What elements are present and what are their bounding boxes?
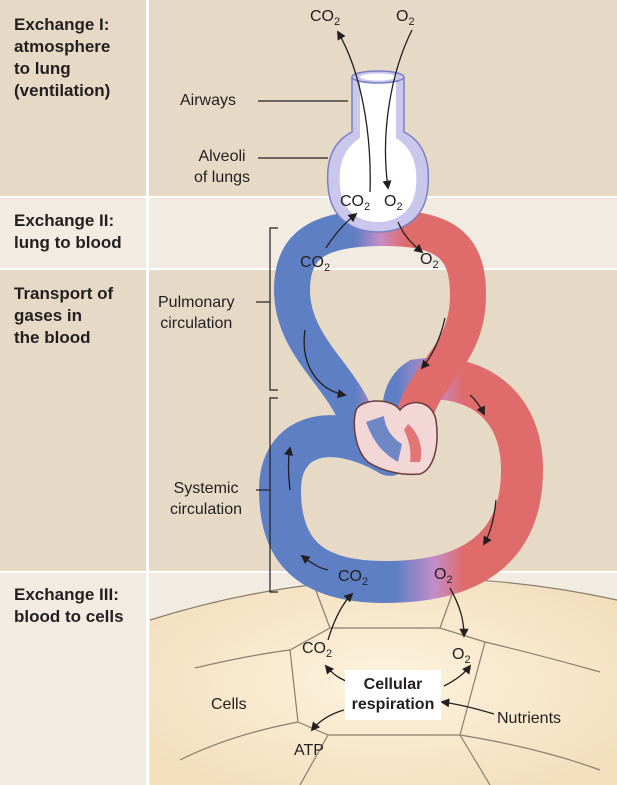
systemic-circulation-label: Systemic circulation bbox=[170, 480, 243, 518]
o2-atmosphere-label: O2 bbox=[396, 8, 415, 29]
band-exchange-1 bbox=[0, 0, 617, 197]
o2-cells-label: O2 bbox=[452, 646, 471, 667]
section-label-exchange-2: Exchange II: lung to blood bbox=[14, 211, 122, 252]
o2-alveoli-label: O2 bbox=[384, 193, 403, 214]
cells-label: Cells bbox=[211, 696, 247, 713]
column-divider bbox=[146, 0, 149, 785]
band-separator bbox=[0, 196, 617, 198]
alveoli-label: Alveoli of lungs bbox=[194, 148, 251, 186]
alveolus bbox=[326, 70, 430, 233]
pulmonary-circulation-label: Pulmonary circulation bbox=[158, 294, 235, 332]
co2-atmosphere-label: CO2 bbox=[310, 8, 341, 29]
co2-cells-label: CO2 bbox=[302, 640, 333, 661]
co2-pulmonary-label: CO2 bbox=[300, 254, 331, 275]
section-label-transport: Transport of gases in the blood bbox=[14, 284, 114, 347]
airways-label: Airways bbox=[180, 92, 237, 109]
nutrients-label: Nutrients bbox=[497, 710, 562, 727]
pulmonary-bracket bbox=[256, 227, 278, 391]
atp-label: ATP bbox=[294, 742, 324, 759]
systemic-bracket bbox=[256, 397, 278, 593]
o2-systemic-label: O2 bbox=[434, 566, 453, 587]
gas-arrows bbox=[284, 29, 497, 732]
heart bbox=[353, 400, 438, 476]
co2-alveoli-label: CO2 bbox=[340, 193, 371, 214]
cellular-respiration-label: Cellular respiration bbox=[345, 670, 441, 720]
section-label-exchange-3: Exchange III: blood to cells bbox=[14, 585, 124, 626]
o2-pulmonary-label: O2 bbox=[420, 251, 439, 272]
co2-systemic-label: CO2 bbox=[338, 568, 369, 589]
section-label-exchange-1: Exchange I: atmosphere to lung (ventilat… bbox=[14, 15, 111, 100]
